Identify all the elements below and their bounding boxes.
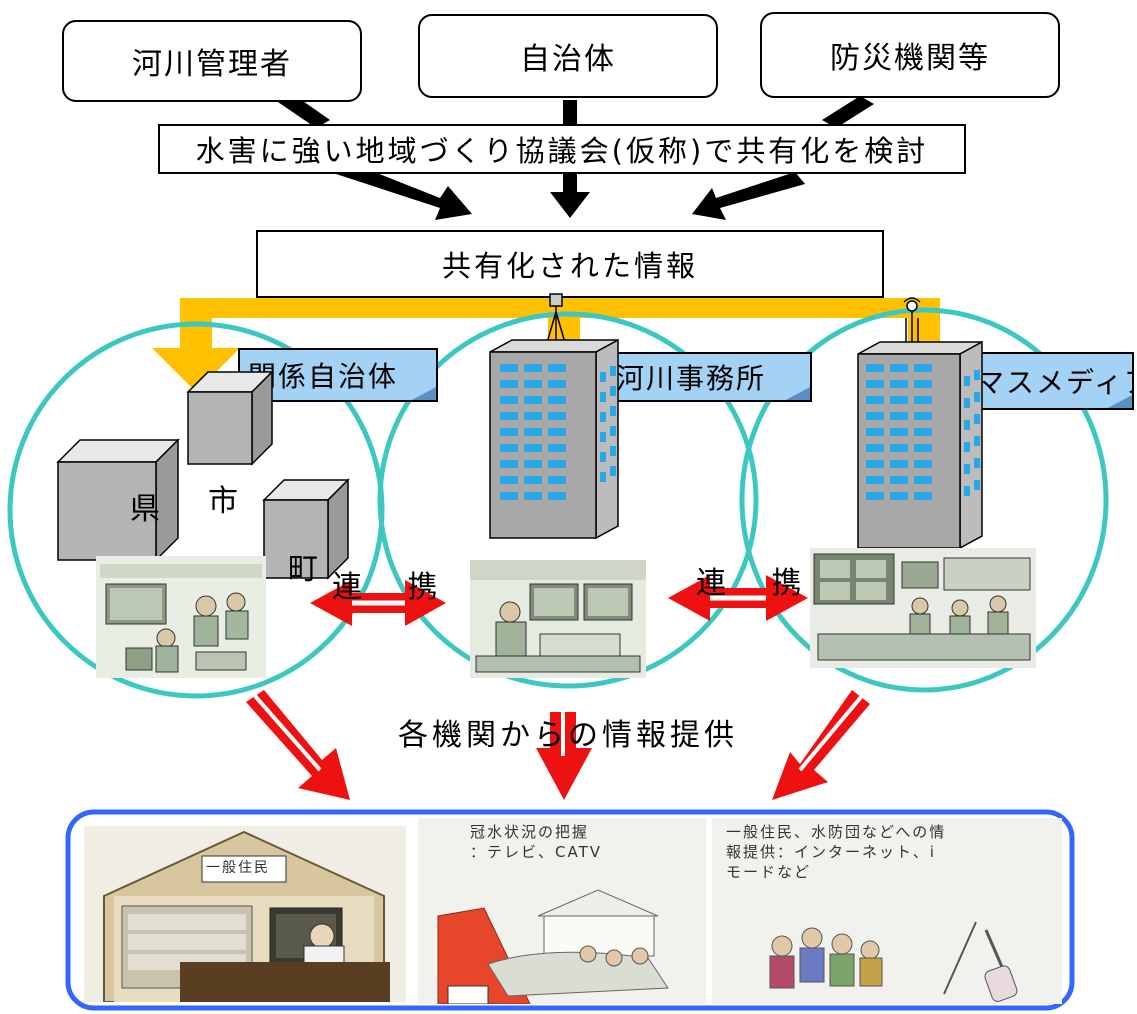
public-frame bbox=[65, 809, 1075, 1011]
tv-catv-illustration: 冠水状況の把握 ：テレビ、CATV bbox=[418, 818, 706, 1004]
internet-imode-illustration: 一般住民、水防団などへの情 報提供：インターネット、i モードなど bbox=[712, 818, 1062, 1004]
prefecture-cube-icon bbox=[56, 438, 180, 562]
tag-mass-media-label: マスメディア bbox=[976, 366, 1132, 399]
internet-caption: 一般住民、水防団などへの情 報提供：インターネット、i モードなど bbox=[726, 823, 947, 881]
resident-home-illustration: 一般住民 bbox=[84, 826, 406, 1002]
media-building-icon bbox=[857, 297, 983, 550]
tv-catv-caption: 冠水状況の把握 ：テレビ、CATV bbox=[470, 823, 602, 861]
org-river-manager: 河川管理者 bbox=[62, 20, 362, 102]
city-label: 市 bbox=[208, 484, 238, 519]
house-sign-text: 一般住民 bbox=[206, 860, 270, 876]
tag-river-office-label: 河川事務所 bbox=[616, 362, 767, 395]
ellipse-mass-media bbox=[739, 307, 1109, 693]
arrow-stub-municipality bbox=[563, 100, 577, 124]
council-label: 水害に強い地域づくり協議会(仮称)で共有化を検討 bbox=[195, 134, 929, 168]
arrow-right bbox=[692, 172, 805, 220]
municipality-control-room-illustration bbox=[96, 556, 266, 678]
arrow-left bbox=[330, 160, 472, 220]
town-label: 町 bbox=[288, 552, 318, 587]
city-cube-icon bbox=[186, 370, 274, 466]
arrow-stub-disaster bbox=[822, 96, 874, 128]
org-river-manager-label: 河川管理者 bbox=[132, 47, 292, 82]
river-office-operator-illustration bbox=[470, 560, 646, 678]
prefecture-label: 県 bbox=[130, 492, 160, 527]
org-municipality: 自治体 bbox=[418, 14, 718, 98]
council-to-shared-arrows bbox=[330, 160, 805, 220]
agency-ellipses bbox=[7, 307, 1109, 699]
link-label-right: 連 携 bbox=[696, 566, 820, 601]
provision-label: 各機関からの情報提供 bbox=[398, 718, 738, 753]
media-building-windows bbox=[866, 364, 980, 500]
tag-river-office: 河川事務所 bbox=[606, 352, 812, 402]
yellow-bar bbox=[180, 298, 940, 318]
shared-info-label: 共有化された情報 bbox=[441, 249, 698, 283]
ellipse-river-office bbox=[377, 311, 759, 689]
river-office-windows bbox=[500, 364, 616, 500]
town-cube-icon bbox=[262, 478, 350, 580]
org-disaster-agencies: 防災機関等 bbox=[760, 12, 1060, 98]
tag-mass-media: マスメディア bbox=[966, 352, 1134, 410]
arrow-center bbox=[550, 172, 590, 218]
shared-info-bar: 共有化された情報 bbox=[256, 230, 884, 298]
media-newsroom-illustration bbox=[810, 548, 1036, 668]
link-label-left: 連 携 bbox=[332, 570, 456, 605]
org-disaster-agencies-label: 防災機関等 bbox=[830, 41, 990, 76]
council-bar: 水害に強い地域づくり協議会(仮称)で共有化を検討 bbox=[158, 124, 966, 174]
yellow-arrow-left bbox=[152, 298, 240, 392]
org-municipality-label: 自治体 bbox=[520, 42, 616, 77]
link-arrows bbox=[310, 575, 808, 626]
provision-arrows bbox=[246, 690, 870, 800]
